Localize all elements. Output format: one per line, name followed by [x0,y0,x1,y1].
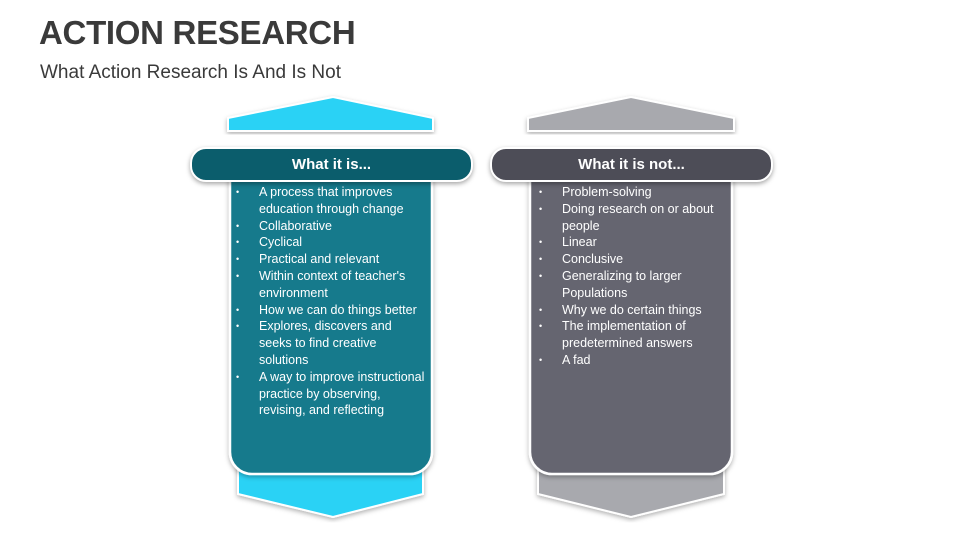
list-item: Practical and relevant [236,251,426,268]
what-it-is-list: A process that improves education throug… [236,184,426,419]
list-item: How we can do things better [236,302,426,319]
page-subtitle: What Action Research Is And Is Not [40,62,341,83]
what-it-is-not-list: Problem-solving Doing research on or abo… [539,184,729,369]
list-item: Explores, discovers and seeks to find cr… [236,318,426,368]
what-it-is-not-heading: What it is not... [490,147,773,182]
list-item: Collaborative [236,218,426,235]
page-title: ACTION RESEARCH [39,14,356,51]
list-item: Problem-solving [539,184,729,201]
what-it-is-panel: What it is... A process that improves ed… [188,95,478,520]
what-it-is-not-panel: What it is not... Problem-solving Doing … [488,95,778,520]
list-item: A way to improve instructional practice … [236,369,426,419]
list-item: Conclusive [539,251,729,268]
list-item: The implementation of predetermined answ… [539,318,729,352]
what-it-is-heading: What it is... [190,147,473,182]
list-item: A fad [539,352,729,369]
what-it-is-top-chevron [227,95,434,132]
list-item: Doing research on or about people [539,201,729,235]
list-item: Why we do certain things [539,302,729,319]
list-item: A process that improves education throug… [236,184,426,218]
list-item: Generalizing to larger Populations [539,268,729,302]
what-it-is-not-top-chevron [527,95,735,132]
list-item: Linear [539,234,729,251]
list-item: Within context of teacher's environment [236,268,426,302]
list-item: Cyclical [236,234,426,251]
